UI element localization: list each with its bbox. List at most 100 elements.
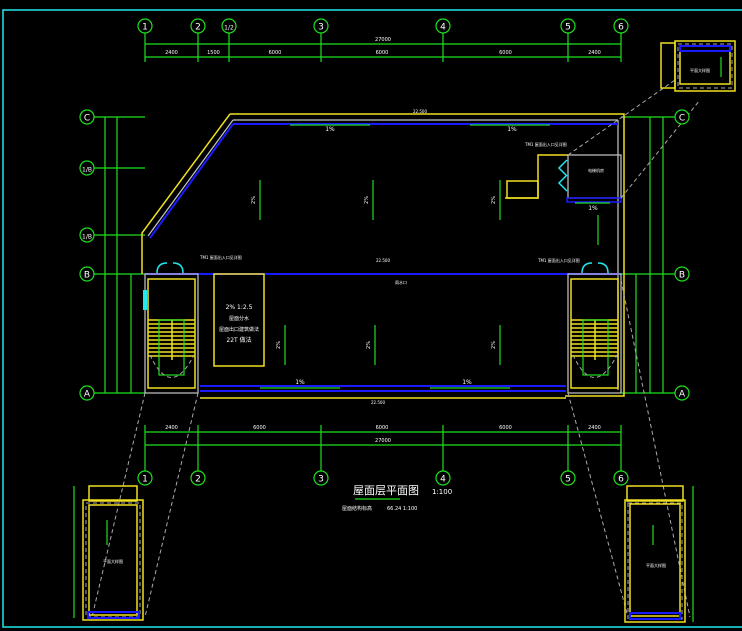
drawing-title: 屋面层平面图: [353, 484, 419, 497]
axis-bubble-icon: [137, 18, 153, 34]
roof-hatch: [213, 273, 265, 367]
roof-note: 屋面出口建筑做法: [219, 326, 259, 333]
roof-note: 22T 做法: [226, 336, 251, 344]
dimension-text: 6000: [376, 425, 389, 431]
dimension-bottom: [145, 431, 621, 446]
axis-top-0[interactable]: 1: [137, 18, 153, 34]
axis-left-1[interactable]: 1/B: [79, 160, 95, 176]
dimension-text: 27000: [375, 37, 391, 43]
slope-label: 2%: [364, 196, 370, 204]
axis-label: A: [679, 390, 686, 400]
dimension-text: 6000: [376, 50, 389, 56]
detail-bottom-left: [73, 485, 144, 621]
dimension-text: 1500: [207, 50, 220, 56]
slope-label: 1%: [325, 126, 335, 133]
axis-label: 2: [195, 23, 201, 33]
roof-machine-room: [505, 154, 622, 203]
dimension-text: 6000: [499, 50, 512, 56]
dimension-text: 2400: [588, 50, 601, 56]
axis-label: B: [679, 271, 685, 281]
axis-label: A: [84, 390, 91, 400]
slope-arrows: [259, 124, 610, 389]
axis-bubble-icon: [313, 470, 329, 486]
axis-top-4[interactable]: 4: [435, 18, 451, 34]
detail-bottom-right: [624, 485, 694, 623]
axis-bubble-icon: [190, 18, 206, 34]
axis-right-1[interactable]: B: [674, 266, 690, 282]
drawing-subtitle-value: 66.24 1:100: [387, 506, 417, 512]
axis-top-3[interactable]: 3: [313, 18, 329, 34]
axis-top-2[interactable]: 1/2: [221, 18, 237, 34]
slope-label: 2%: [491, 341, 497, 349]
dimension-text: 27000: [375, 438, 391, 444]
axis-bottom-4[interactable]: 5: [560, 470, 576, 486]
axis-bubble-icon: [190, 470, 206, 486]
axis-bubble-icon: [79, 160, 95, 176]
axis-label: C: [679, 114, 685, 124]
axis-bubble-icon: [613, 470, 629, 486]
axis-label: 4: [440, 23, 446, 33]
axis-bubble-icon: [221, 18, 237, 34]
elevation-label: 22.500: [376, 258, 390, 263]
room-label: 电梯机房: [588, 167, 604, 173]
dimension-left: [104, 117, 132, 393]
axis-top-6[interactable]: 6: [613, 18, 629, 34]
axis-label: 1: [142, 475, 148, 485]
axis-right-0[interactable]: C: [674, 109, 690, 125]
axis-bubble-icon: [674, 266, 690, 282]
door-swing-icon: [581, 262, 609, 274]
axis-bottom-5[interactable]: 6: [613, 470, 629, 486]
slope-label: 1%: [507, 126, 517, 133]
axis-bubble-icon: [435, 18, 451, 34]
axis-bottom-3[interactable]: 4: [435, 470, 451, 486]
axis-bubble-icon: [560, 470, 576, 486]
axis-bottom-0[interactable]: 1: [137, 470, 153, 486]
axis-label: 4: [440, 475, 446, 485]
axis-bubble-icon: [79, 109, 95, 125]
axis-bubble-icon: [674, 385, 690, 401]
slope-label: 1%: [462, 379, 472, 386]
dimension-text: 2400: [165, 425, 178, 431]
axis-lines: [94, 33, 675, 471]
detail-note: 平面大样图: [103, 558, 123, 564]
axis-bottom-2[interactable]: 3: [313, 470, 329, 486]
axis-label: 2: [195, 475, 201, 485]
axis-bubble-icon: [560, 18, 576, 34]
detail-top-right: [660, 40, 736, 92]
axis-bubble-icon: [137, 470, 153, 486]
stair-left: [143, 262, 199, 394]
slope-label: 1%: [588, 205, 598, 212]
dimension-top: [145, 43, 621, 58]
axis-right-2[interactable]: A: [674, 385, 690, 401]
axis-label: 1/B: [82, 234, 92, 241]
axis-left-3[interactable]: B: [79, 266, 95, 282]
roof-exit-note: TM1 屋面出入口见详图: [524, 141, 567, 147]
axis-left-4[interactable]: A: [79, 385, 95, 401]
axis-label: 1/B: [82, 167, 92, 174]
axis-label: 3: [318, 23, 324, 33]
detail-note: 平面大样图: [690, 67, 710, 73]
slope-label: 2%: [491, 196, 497, 204]
axis-left-0[interactable]: C: [79, 109, 95, 125]
slope-label: 2%: [276, 341, 282, 349]
elevation-label: 22.500: [371, 400, 385, 405]
axis-bubble-icon: [674, 109, 690, 125]
roof-note: 屋面分水: [229, 315, 249, 322]
slope-label: 1%: [295, 379, 305, 386]
axis-bubble-icon: [435, 470, 451, 486]
dimension-text: 2400: [165, 50, 178, 56]
drawing-scale: 1:100: [432, 488, 452, 496]
axis-label: 6: [618, 23, 624, 33]
axis-top-5[interactable]: 5: [560, 18, 576, 34]
axis-bubble-icon: [79, 266, 95, 282]
axis-top-1[interactable]: 2: [190, 18, 206, 34]
axis-left-2[interactable]: 1/B: [79, 227, 95, 243]
axis-bottom-1[interactable]: 2: [190, 470, 206, 486]
axis-bubble-icon: [613, 18, 629, 34]
axis-label: C: [84, 114, 90, 124]
dimension-text: 6000: [499, 425, 512, 431]
drawing-frame: [2, 9, 742, 628]
axis-label: 5: [565, 23, 571, 33]
door-swing-icon: [156, 262, 184, 274]
